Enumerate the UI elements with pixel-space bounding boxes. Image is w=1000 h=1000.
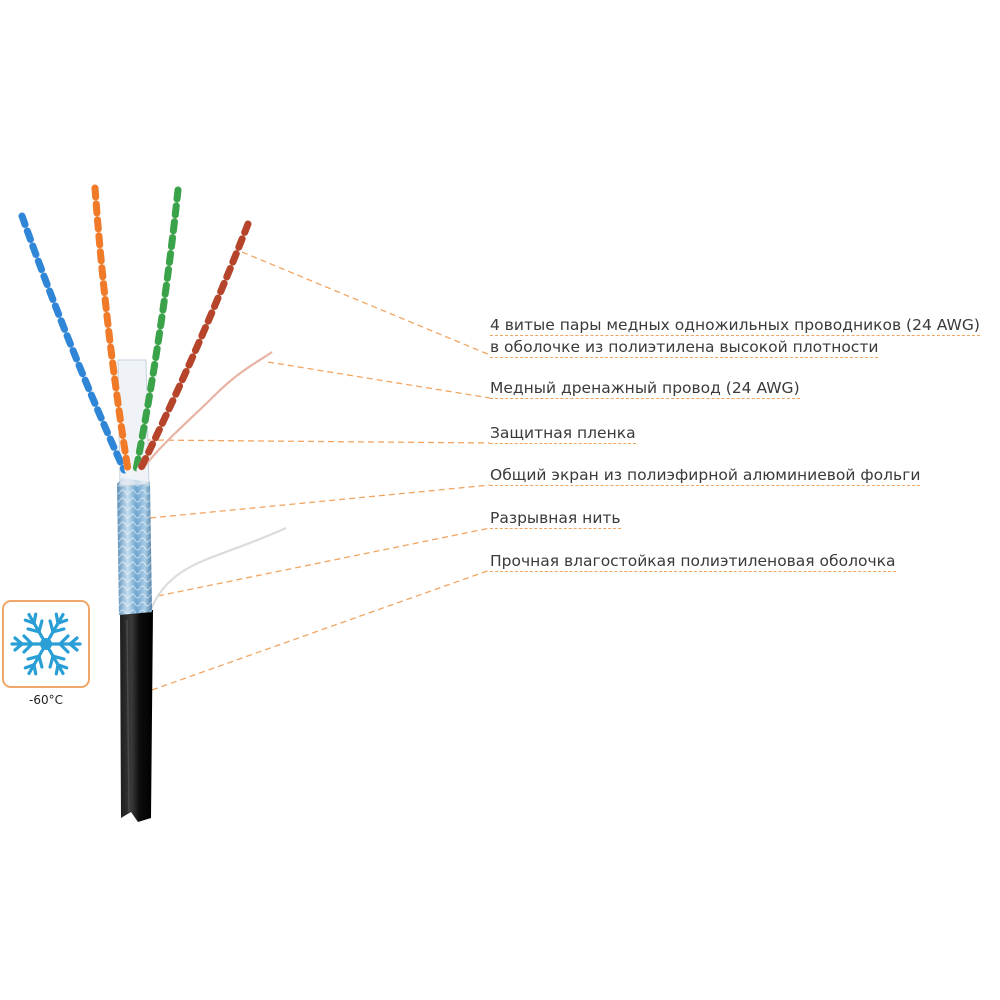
callout-text: Защитная пленка (490, 424, 636, 444)
outer-jacket (120, 610, 153, 822)
leader-line-film (147, 439, 491, 444)
callout-text: 4 витые пары медных одножильных проводни… (490, 316, 980, 336)
twisted-pairs (18, 184, 252, 474)
callout-drain-wire: Медный дренажный провод (24 AWG) (490, 377, 800, 399)
callout-text: Общий экран из полиэфирной алюминиевой ф… (490, 466, 921, 486)
callout-foil-shield: Общий экран из полиэфирной алюминиевой ф… (490, 464, 921, 486)
pair-blue (18, 212, 128, 474)
temperature-label: -60°С (29, 693, 63, 707)
callout-text: в оболочке из полиэтилена высокой плотно… (490, 338, 879, 358)
leader-lines (147, 251, 491, 691)
callout-text: Прочная влагостойкая полиэтиленовая обол… (490, 552, 896, 572)
pair-brown (136, 220, 252, 474)
leader-line-foil (149, 484, 491, 519)
leader-line-ripcord (157, 527, 491, 597)
pair-orange (91, 184, 132, 474)
pair-green (132, 186, 182, 474)
leader-line-pairs (241, 251, 491, 356)
ripcord (148, 527, 287, 613)
callout-protective-film: Защитная пленка (490, 422, 636, 444)
temperature-badge (2, 600, 90, 688)
snowflake-icon (10, 612, 82, 676)
callout-ripcord: Разрывная нить (490, 507, 621, 529)
callout-text: Разрывная нить (490, 509, 621, 529)
callout-outer-jacket: Прочная влагостойкая полиэтиленовая обол… (490, 550, 896, 572)
callout-text: Медный дренажный провод (24 AWG) (490, 379, 800, 399)
drain-wire (141, 351, 273, 471)
leader-line-drain (267, 361, 491, 399)
foil-shield (117, 478, 152, 615)
callout-twisted-pairs: 4 витые пары медных одножильных проводни… (490, 314, 980, 358)
